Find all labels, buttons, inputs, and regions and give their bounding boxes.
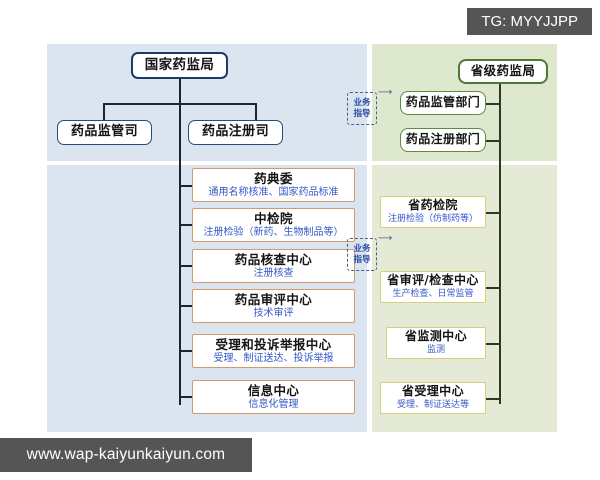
connector-national-dept-bar	[103, 103, 257, 105]
tg-tag-overlay: TG: MYYJJPP	[467, 8, 592, 35]
node-national-center-2[interactable]: 中检院 注册检验（新药、生物制品等）	[192, 208, 355, 242]
connector-national-dept-right	[255, 103, 257, 121]
connector-national-stub-2	[179, 224, 192, 226]
node-title: 信息中心	[247, 382, 300, 398]
node-provincial-center-3[interactable]: 省监测中心 监测	[386, 327, 486, 359]
watermark-overlay: www.wap-kaiyunkaiyun.com	[0, 438, 252, 472]
node-national-center-4[interactable]: 药品审评中心 技术审评	[192, 289, 355, 323]
node-title: 药品监管部门	[405, 95, 481, 110]
connector-national-dept-left	[103, 103, 105, 121]
node-title: 省级药监局	[470, 63, 536, 79]
node-title: 药品注册部门	[405, 132, 481, 147]
guidance-badge-top: 业务 指导	[347, 92, 377, 125]
node-national-dept-2[interactable]: 药品注册司	[188, 120, 283, 145]
guidance-badge-line1: 业务	[353, 97, 371, 108]
node-title: 省受理中心	[401, 384, 464, 399]
node-national-dept-1[interactable]: 药品监管司	[57, 120, 152, 145]
guidance-badge-line2: 指导	[353, 254, 371, 265]
node-national-head[interactable]: 国家药监局	[131, 52, 228, 79]
connector-national-stub-6	[179, 396, 192, 398]
node-national-center-6[interactable]: 信息中心 信息化管理	[192, 380, 355, 414]
node-provincial-dept-2[interactable]: 药品注册部门	[400, 128, 486, 152]
guidance-badge-line2: 指导	[353, 108, 371, 119]
node-title: 省监测中心	[404, 329, 467, 344]
node-title: 受理和投诉举报中心	[215, 336, 332, 352]
connector-provincial-stub-dept-1	[486, 103, 501, 105]
node-title: 省药检院	[408, 198, 458, 213]
connector-national-stub-3	[179, 265, 192, 267]
guidance-arrow-top-icon: ⟶	[378, 87, 393, 98]
connector-national-stub-5	[179, 350, 192, 352]
connector-provincial-stub-dept-2	[486, 140, 501, 142]
connector-national-stub-4	[179, 305, 192, 307]
node-provincial-head[interactable]: 省级药监局	[458, 59, 548, 84]
node-subtitle: 注册核查	[253, 267, 294, 279]
node-title: 药品监管司	[70, 124, 138, 140]
node-national-center-1[interactable]: 药典委 通用名称核准、国家药品标准	[192, 168, 355, 202]
node-title: 药品注册司	[201, 124, 269, 140]
connector-provincial-trunk	[499, 84, 501, 404]
node-subtitle: 监测	[426, 345, 445, 356]
node-national-center-5[interactable]: 受理和投诉举报中心 受理、制证送达、投诉举报	[192, 334, 355, 368]
node-provincial-center-1[interactable]: 省药检院 注册检验（仿制药等）	[380, 196, 486, 228]
connector-national-trunk	[179, 130, 181, 405]
node-subtitle: 受理、制证送达等	[396, 400, 469, 411]
node-provincial-center-2[interactable]: 省审评/检查中心 生产检查、日常监管	[380, 271, 486, 303]
node-subtitle: 注册检验（新药、生物制品等）	[203, 226, 344, 238]
node-national-center-3[interactable]: 药品核查中心 注册核查	[192, 249, 355, 283]
guidance-badge-bottom: 业务 指导	[347, 238, 377, 271]
watermark-label: www.wap-kaiyunkaiyun.com	[26, 446, 226, 463]
node-subtitle: 受理、制证送达、投诉举报	[213, 352, 334, 364]
node-title: 药品核查中心	[234, 251, 313, 267]
node-title: 国家药监局	[144, 56, 215, 73]
connector-national-stub-1	[179, 185, 192, 187]
node-subtitle: 生产检查、日常监管	[392, 289, 474, 300]
guidance-badge-line1: 业务	[353, 243, 371, 254]
node-title: 药典委	[254, 170, 293, 186]
guidance-arrow-bottom-icon: ⟶	[378, 233, 393, 244]
node-subtitle: 注册检验（仿制药等）	[387, 214, 478, 225]
node-subtitle: 通用名称核准、国家药品标准	[208, 186, 339, 198]
tg-tag-label: TG: MYYJJPP	[481, 13, 578, 30]
node-title: 省审评/检查中心	[387, 273, 479, 288]
node-provincial-center-4[interactable]: 省受理中心 受理、制证送达等	[380, 382, 486, 414]
node-title: 中检院	[254, 210, 293, 226]
node-provincial-dept-1[interactable]: 药品监管部门	[400, 91, 486, 115]
node-title: 药品审评中心	[234, 291, 313, 307]
node-subtitle: 信息化管理	[248, 398, 299, 410]
node-subtitle: 技术审评	[253, 307, 294, 319]
